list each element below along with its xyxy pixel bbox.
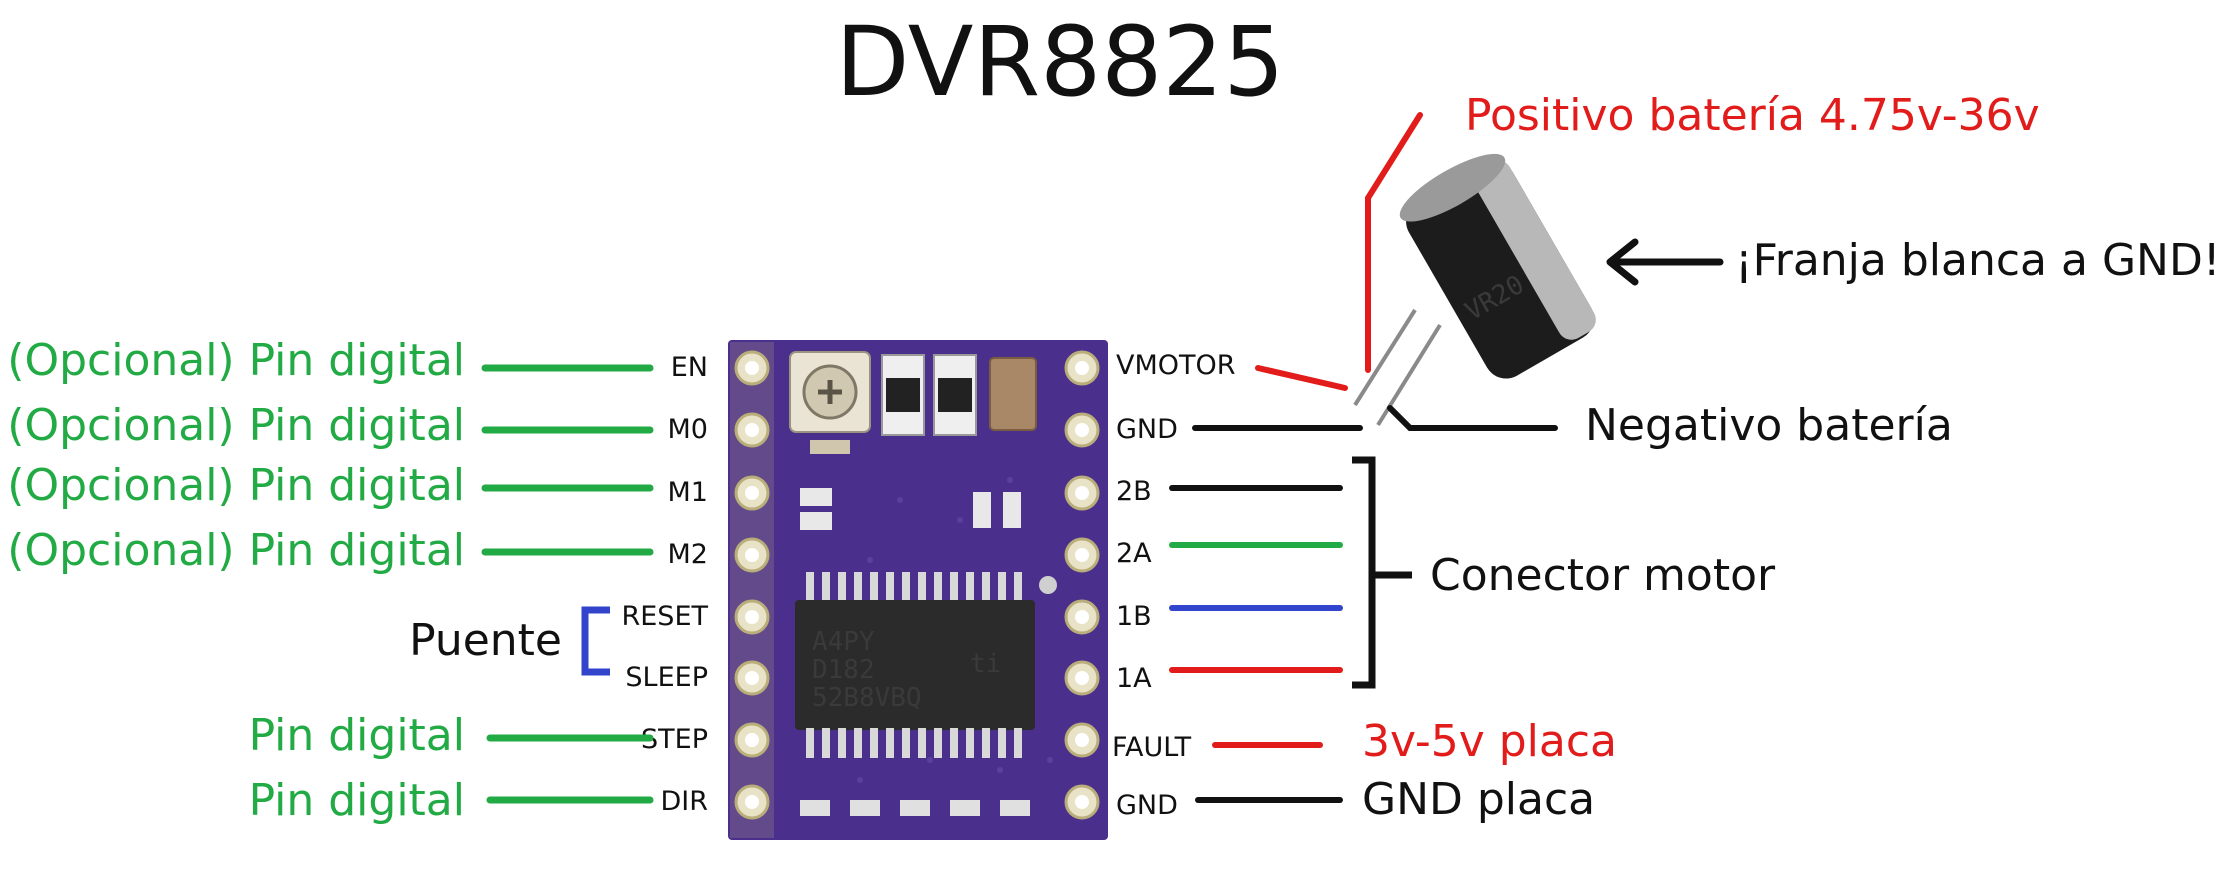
chip-body xyxy=(795,600,1035,730)
bridge-bracket xyxy=(581,606,610,676)
wire-positivo xyxy=(1365,112,1423,373)
label-negativo: Negativo batería xyxy=(1585,400,1953,451)
pin-label-reset: RESET xyxy=(621,601,708,632)
pin-label-vmotor: VMOTOR xyxy=(1116,350,1236,381)
wire-vmotor xyxy=(1255,365,1348,391)
driver-chip: A4PY D182 52B8VBQ ti xyxy=(795,572,1035,758)
capacitor-lead-1 xyxy=(1353,308,1417,407)
bottom-components xyxy=(800,800,1030,816)
pin-label-2b: 2B xyxy=(1116,476,1152,507)
label-m2: (Opcional) Pin digital xyxy=(7,525,465,576)
motor-bracket xyxy=(1352,456,1412,689)
right-pin-group: VMOTOR GND 2B 2A 1B 1A Conector motor FA… xyxy=(1112,350,1776,825)
pin-label-dir: DIR xyxy=(660,786,708,817)
left-header-pins xyxy=(730,342,774,838)
chip-marking-1: A4PY xyxy=(812,627,875,657)
pin-label-1a: 1A xyxy=(1116,663,1152,694)
label-m0: (Opcional) Pin digital xyxy=(7,400,465,451)
pin-label-fault: FAULT xyxy=(1112,732,1192,763)
driver-board: A4PY D182 52B8VBQ ti xyxy=(728,340,1108,840)
pin-label-2a: 2A xyxy=(1116,538,1152,569)
pin-label-m2: M2 xyxy=(668,539,708,570)
chip-logo: ti xyxy=(970,649,1001,679)
bridge-label: Puente xyxy=(409,615,562,666)
right-header-pins xyxy=(1064,350,1100,820)
pin-label-m1: M1 xyxy=(668,477,708,508)
board-texture xyxy=(857,477,1053,783)
capacitor-lead-2 xyxy=(1376,323,1442,427)
label-placa-v: 3v-5v placa xyxy=(1362,716,1617,767)
left-pin-group: EN (Opcional) Pin digital M0 (Opcional) … xyxy=(7,335,708,826)
label-motor: Conector motor xyxy=(1430,550,1776,601)
chip-pins-bottom xyxy=(806,728,1022,758)
chip-marking-3: 52B8VBQ xyxy=(812,683,922,713)
pin-label-en: EN xyxy=(671,352,708,383)
potentiometer xyxy=(789,351,871,454)
pin-label-1b: 1B xyxy=(1116,601,1152,632)
pin-label-gnd-motor: GND xyxy=(1116,414,1178,445)
battery-connection: Positivo batería 4.75v-36v VR20 ¡Franja … xyxy=(1353,90,2220,451)
arrow-left-icon xyxy=(1606,238,1724,286)
label-dir: Pin digital xyxy=(249,775,465,826)
label-placa-gnd: GND placa xyxy=(1362,774,1595,825)
label-step: Pin digital xyxy=(249,710,465,761)
label-franja: ¡Franja blanca a GND! xyxy=(1735,235,2220,286)
label-positivo: Positivo batería 4.75v-36v xyxy=(1465,90,2040,141)
pin-label-sleep: SLEEP xyxy=(625,662,708,693)
smd-components xyxy=(800,354,1057,594)
pin-label-gnd-placa: GND xyxy=(1116,790,1178,821)
pin-label-m0: M0 xyxy=(668,414,708,445)
chip-pins-top xyxy=(806,572,1022,602)
wire-negativo xyxy=(1387,405,1558,431)
label-en: (Opcional) Pin digital xyxy=(7,335,465,386)
label-m1: (Opcional) Pin digital xyxy=(7,460,465,511)
chip-marking-2: D182 xyxy=(812,655,875,685)
electrolytic-capacitor: VR20 xyxy=(1399,153,1596,379)
diagram-title: DVR8825 xyxy=(836,6,1285,118)
